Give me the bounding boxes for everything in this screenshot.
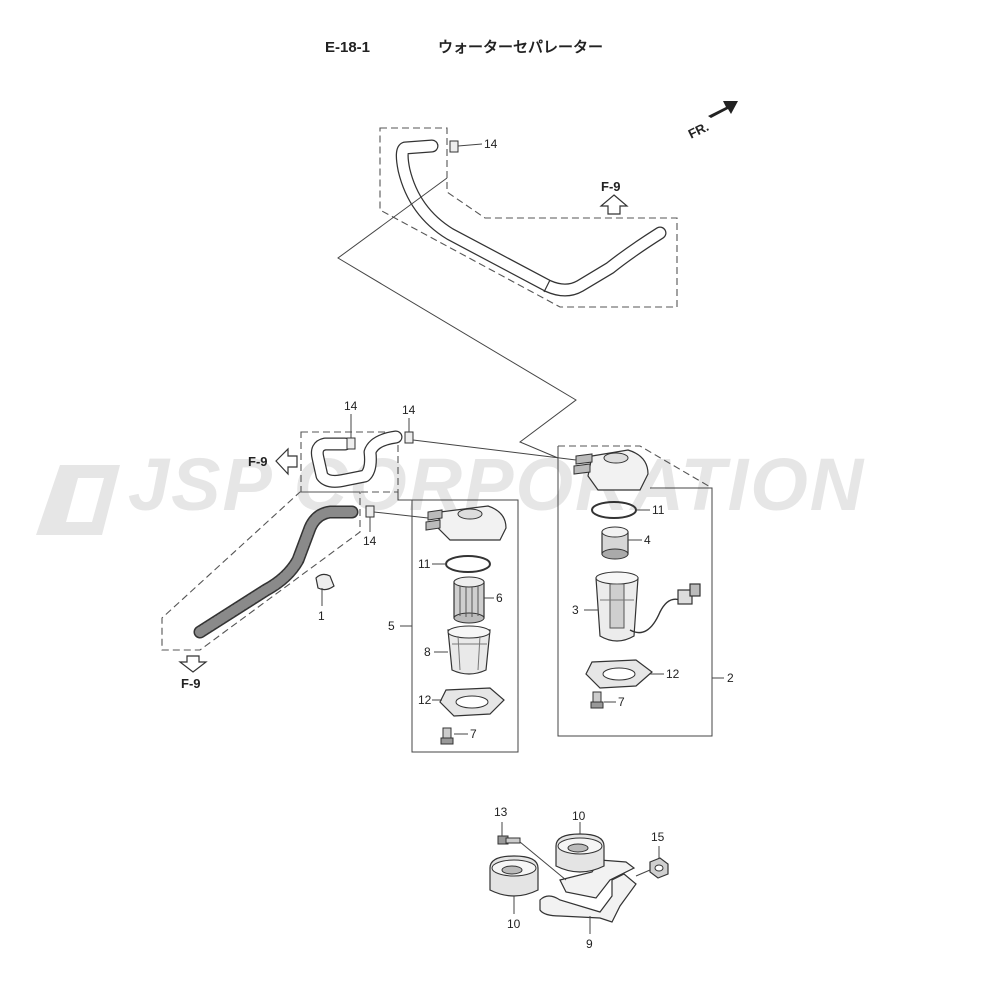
separator-assembly-5: 5 11 6 8 xyxy=(373,492,519,753)
separator-head-icon-5 xyxy=(437,505,507,541)
nut-15-icon xyxy=(649,857,669,879)
assembly-link-line xyxy=(337,177,577,459)
callout-8: 8 xyxy=(424,645,431,659)
callout-13: 13 xyxy=(494,805,508,819)
top-hose-inner xyxy=(397,140,666,296)
top-hose-group: 14 F-9 xyxy=(379,127,678,308)
assembly-2-bracket xyxy=(557,446,713,737)
front-arrow-icon xyxy=(708,101,738,118)
callout-11-b: 11 xyxy=(652,503,665,517)
bolt-7-icon-a xyxy=(440,727,454,745)
watermark: JSP CORPORATION xyxy=(36,443,863,535)
sensor-cup-3-icon xyxy=(595,571,701,642)
callout-10-b: 10 xyxy=(507,917,521,931)
hose-clip-icon-c xyxy=(365,505,375,518)
callout-14-b: 14 xyxy=(402,403,416,417)
assembly-2-dashed xyxy=(558,445,713,489)
down-arrow-icon xyxy=(178,655,208,673)
left-upper-hose-inner xyxy=(312,431,402,487)
bolt-7-icon-b xyxy=(590,691,604,709)
left-lower-hose-texture xyxy=(195,507,357,637)
separator-head-icon-2 xyxy=(587,449,649,491)
gasket-12-hole-a xyxy=(455,695,489,709)
callout-2: 2 xyxy=(727,671,734,685)
bolt-13-icon xyxy=(497,835,521,845)
callout-12-a: 12 xyxy=(418,693,432,707)
hose-clip-icon xyxy=(449,140,459,153)
callout-7-a: 7 xyxy=(470,727,477,741)
callout-11-a: 11 xyxy=(418,557,431,571)
link-nut15-bracket xyxy=(635,869,651,877)
bracket-9-icon xyxy=(539,873,637,923)
hose-clamp-icon xyxy=(315,573,335,591)
clamp-10-icon-a xyxy=(555,833,605,873)
callout-leader-14-top xyxy=(457,143,483,147)
head-2-cap xyxy=(603,452,629,464)
head-5-fittings xyxy=(425,509,443,531)
left-hose-group: 14 14 F-9 14 1 F-9 xyxy=(161,399,416,691)
front-direction-indicator: FR. xyxy=(686,101,738,142)
clamp-10-icon-b xyxy=(489,855,539,897)
callout-4: 4 xyxy=(644,533,651,547)
callout-7-b: 7 xyxy=(618,695,625,709)
hose-clip-icon-b xyxy=(404,431,414,444)
callout-12-b: 12 xyxy=(666,667,680,681)
callout-9: 9 xyxy=(586,937,593,951)
ref-f9-left: F-9 xyxy=(248,454,268,469)
callout-14-c: 14 xyxy=(363,534,377,548)
front-label: FR. xyxy=(686,119,711,142)
left-arrow-icon xyxy=(275,447,298,476)
link-head5-lefthose xyxy=(373,511,429,519)
top-hose-band xyxy=(543,279,551,293)
watermark-logo-icon xyxy=(36,465,120,535)
o-ring-11-icon-a xyxy=(445,555,491,573)
bracket-assembly: 9 10 10 13 15 xyxy=(489,805,669,951)
link-head2-leftupper xyxy=(412,439,577,461)
hose-clip-icon-a xyxy=(346,437,356,450)
diagram-title: ウォーターセパレーター xyxy=(438,39,603,56)
callout-10-a: 10 xyxy=(572,809,586,823)
callout-14-top: 14 xyxy=(484,137,498,151)
head-5-cap xyxy=(457,508,483,520)
filter-cup-8-icon xyxy=(447,625,491,675)
callout-1: 1 xyxy=(318,609,325,623)
diagram-code: E-18-1 xyxy=(325,39,370,56)
callout-14-a: 14 xyxy=(344,399,358,413)
ref-f9-bottom: F-9 xyxy=(181,676,201,691)
head-2-fittings xyxy=(573,453,593,475)
float-4-icon xyxy=(601,526,629,560)
left-lower-dashed-outline xyxy=(161,491,361,651)
gasket-12-hole-b xyxy=(602,667,636,681)
callout-6: 6 xyxy=(496,591,503,605)
up-arrow-icon xyxy=(599,194,629,215)
top-hose-dashed-outline xyxy=(379,127,678,308)
filter-element-6-icon xyxy=(453,576,485,624)
separator-assembly-2: 2 11 4 3 xyxy=(412,439,734,737)
callout-15: 15 xyxy=(651,830,665,844)
callout-5: 5 xyxy=(388,619,395,633)
ref-f9-top: F-9 xyxy=(601,179,621,194)
link-bolt13-bracket xyxy=(519,841,567,881)
callout-3: 3 xyxy=(572,603,579,617)
